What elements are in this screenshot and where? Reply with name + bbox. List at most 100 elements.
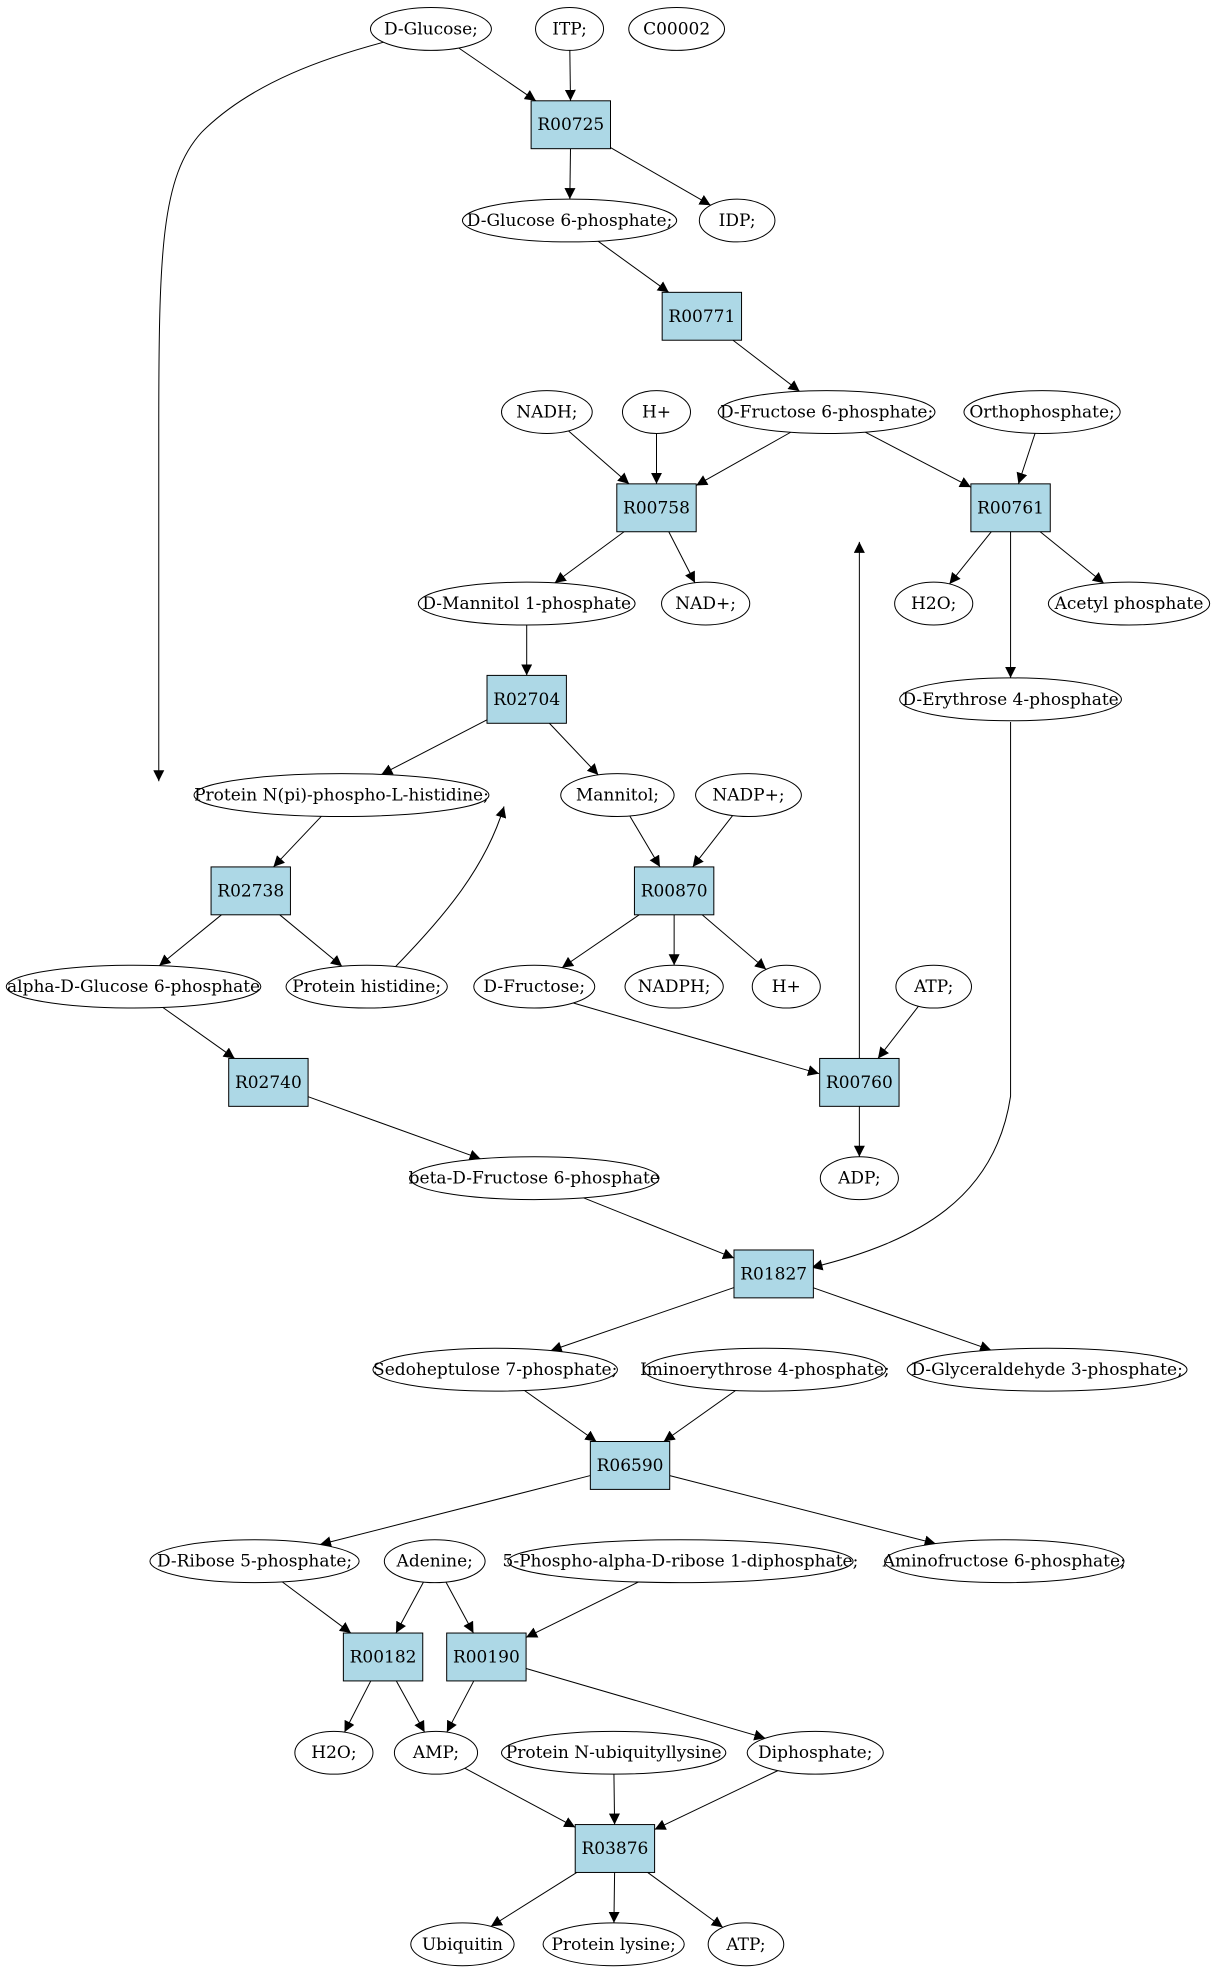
compound-ellipse [621, 390, 692, 434]
reaction-node-r00758[interactable]: R00758 [616, 483, 697, 533]
reaction-node-r06590[interactable]: R06590 [589, 1441, 671, 1490]
compound-ellipse [1047, 581, 1211, 626]
compound-node-g6p[interactable]: D-Glucose 6-phosphate; [461, 198, 678, 243]
compound-node-mannitol1p[interactable]: D-Mannitol 1-phosphate [417, 581, 636, 626]
compound-node-glucose[interactable]: D-Glucose; [369, 7, 492, 51]
edge-e4p-to-r01827 [811, 722, 1012, 1271]
compound-node-amp[interactable]: AMP; [393, 1730, 479, 1775]
compound-node-h2o2[interactable]: H2O; [294, 1730, 374, 1775]
edge-r02704-to-mannitol [549, 722, 599, 776]
compound-ellipse [417, 581, 636, 626]
compound-node-ag6p[interactable]: alpha-D-Glucose 6-phosphate [5, 964, 262, 1009]
node-label: alpha-D-Glucose 6-phosphate [7, 977, 260, 997]
compound-node-ubiquitin[interactable]: Ubiquitin [410, 1922, 515, 1967]
edge-prothis-to-r02704 [395, 806, 507, 967]
compound-node-nadph[interactable]: NADPH; [624, 964, 724, 1009]
compound-ellipse [383, 1539, 486, 1584]
compound-ellipse [963, 390, 1121, 434]
compound-node-protubi[interactable]: Protein N-ubiquityllysine [501, 1730, 727, 1775]
compound-ellipse [410, 1922, 515, 1967]
compound-node-aminof6p[interactable]: Aminofructose 6-phosphate; [882, 1539, 1126, 1584]
compound-node-nadpplus[interactable]: NADP+; [695, 773, 802, 818]
edge-r01827-to-s7p [550, 1287, 735, 1353]
compound-node-protnpi[interactable]: Protein N(pi)-phospho-L-histidine; [193, 773, 490, 818]
edge-r01827-to-g3p [813, 1287, 992, 1352]
node-label: R02738 [217, 881, 284, 901]
compound-node-idp[interactable]: IDP; [698, 198, 776, 243]
compound-ellipse [461, 198, 678, 243]
reaction-node-r00761[interactable]: R00761 [970, 483, 1051, 533]
compound-node-diphosphate[interactable]: Diphosphate; [746, 1730, 884, 1775]
compound-ellipse [507, 1539, 854, 1584]
reaction-box [486, 674, 567, 724]
reaction-node-r00870[interactable]: R00870 [633, 866, 715, 916]
compound-node-acetylp[interactable]: Acetyl phosphate [1047, 581, 1211, 626]
compound-node-h2o1[interactable]: H2O; [894, 581, 974, 626]
compound-node-e4p[interactable]: D-Erythrose 4-phosphate [899, 677, 1122, 722]
compound-node-itp[interactable]: ITP; [535, 7, 605, 51]
edge-protubi-to-r03876 [608, 1774, 620, 1825]
compound-node-orthophosphate[interactable]: Orthophosphate; [963, 390, 1121, 434]
reaction-box [210, 866, 291, 916]
edge-r03876-to-atp2 [647, 1872, 724, 1928]
reaction-node-r02740[interactable]: R02740 [228, 1057, 309, 1107]
compound-ellipse [193, 773, 490, 818]
compound-node-nadplus[interactable]: NAD+; [661, 581, 751, 626]
compound-ellipse [698, 198, 776, 243]
compound-ellipse [501, 390, 593, 434]
edge-adenine-to-r00182 [395, 1581, 424, 1634]
compound-node-atp1[interactable]: ATP; [895, 964, 973, 1009]
compound-node-s7p[interactable]: Sedoheptulose 7-phosphate; [372, 1347, 618, 1392]
node-label: Adenine; [396, 1552, 473, 1572]
compound-node-atp2[interactable]: ATP; [707, 1922, 785, 1967]
node-label: Iminoerythrose 4-phosphate; [640, 1360, 890, 1380]
node-label: R02704 [493, 690, 560, 710]
compound-node-f6p[interactable]: D-Fructose 6-phosphate; [717, 390, 936, 434]
edge-r00190-to-diphosphate [525, 1668, 766, 1741]
compound-node-adp[interactable]: ADP; [819, 1156, 899, 1201]
compound-ellipse [895, 964, 973, 1009]
compound-ellipse [542, 1922, 685, 1967]
node-label: H2O; [911, 594, 956, 614]
reaction-node-r01827[interactable]: R01827 [733, 1249, 814, 1299]
compound-node-r5p[interactable]: D-Ribose 5-phosphate; [149, 1539, 360, 1584]
reaction-node-r02738[interactable]: R02738 [210, 866, 291, 916]
compound-node-c00002[interactable]: C00002 [628, 7, 726, 51]
compound-ellipse [707, 1922, 785, 1967]
compound-node-adenine[interactable]: Adenine; [383, 1539, 486, 1584]
compound-node-hplus2[interactable]: H+ [751, 964, 821, 1009]
edge-r5p-to-r00182 [281, 1581, 352, 1634]
reaction-box [589, 1441, 671, 1490]
compound-node-prpp[interactable]: 5-Phospho-alpha-D-ribose 1-diphosphate; [503, 1539, 859, 1584]
compound-ellipse [149, 1539, 360, 1584]
compound-node-mannitol[interactable]: Mannitol; [560, 773, 675, 818]
compound-node-imino4p[interactable]: Iminoerythrose 4-phosphate; [640, 1347, 890, 1392]
compound-ellipse [899, 677, 1122, 722]
reaction-node-r02704[interactable]: R02704 [486, 674, 567, 724]
compound-ellipse [884, 1539, 1125, 1584]
compound-node-g3p[interactable]: D-Glyceraldehyde 3-phosphate; [906, 1347, 1188, 1392]
edge-r02704-to-protnpi [381, 719, 488, 775]
node-label: D-Fructose; [483, 977, 585, 997]
node-label: R06590 [597, 1456, 664, 1476]
node-label: D-Erythrose 4-phosphate [902, 690, 1118, 710]
compound-node-hplus1[interactable]: H+ [621, 390, 692, 434]
reaction-node-r00725[interactable]: R00725 [530, 100, 611, 150]
node-label: H+ [772, 977, 801, 997]
compound-node-bf6p[interactable]: beta-D-Fructose 6-phosphate [409, 1156, 660, 1201]
reaction-node-r00771[interactable]: R00771 [661, 291, 743, 341]
compound-ellipse [393, 1730, 479, 1775]
edge-r00725-to-g6p [564, 148, 576, 200]
compound-node-prothis[interactable]: Protein histidine; [285, 964, 448, 1009]
compound-node-fructose[interactable]: D-Fructose; [473, 964, 596, 1009]
node-label: Protein lysine; [551, 1935, 675, 1955]
reaction-node-r00760[interactable]: R00760 [819, 1057, 900, 1107]
reaction-node-r00190[interactable]: R00190 [446, 1632, 527, 1682]
edge-atp1-to-r00760 [877, 1005, 919, 1059]
compound-node-nadh[interactable]: NADH; [501, 390, 593, 434]
reaction-node-r03876[interactable]: R03876 [574, 1824, 656, 1873]
compound-node-protlys[interactable]: Protein lysine; [542, 1922, 685, 1967]
edge-itp-to-r00725 [564, 50, 576, 101]
reaction-node-r00182[interactable]: R00182 [342, 1632, 424, 1682]
